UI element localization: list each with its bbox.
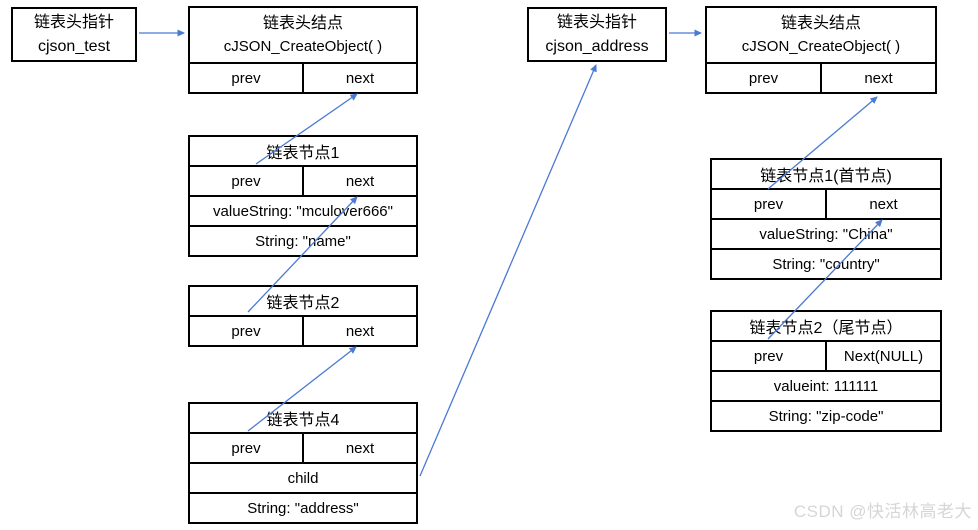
left-node1-next-cell: next (302, 165, 418, 197)
left-node2-title: 链表节点2 (188, 285, 418, 317)
left-node1: 链表节点1 prev next valueString: "mculover66… (188, 135, 418, 257)
left-node4-pointer-row: prev next (188, 432, 418, 464)
right-head-prev-cell: prev (705, 62, 822, 94)
arrow-node4-child-to-cjson-address (419, 64, 597, 477)
left-node1-prev-cell: prev (188, 165, 304, 197)
left-node1-valuestring-row: valueString: "mculover666" (188, 195, 418, 227)
left-head-next-cell: next (302, 62, 418, 94)
csdn-watermark: CSDN @快活林高老大 (793, 502, 972, 521)
right-node1-next-cell: next (825, 188, 942, 220)
left-node2: 链表节点2 prev next (188, 285, 418, 347)
left-node4: 链表节点4 prev next child String: "address" (188, 402, 418, 524)
left-head-node: 链表头结点 cJSON_CreateObject( ) prev next (188, 6, 418, 94)
right-pointer-name: cjson_address (545, 37, 649, 55)
right-pointer-label: 链表头指针 (556, 14, 637, 32)
left-head-pointer-row: prev next (188, 62, 418, 94)
right-node1-valuestring-row: valueString: "China" (710, 218, 942, 250)
right-head-title-line2: cJSON_CreateObject( ) (741, 37, 901, 55)
left-pointer-name: cjson_test (37, 37, 111, 55)
right-head-node: 链表头结点 cJSON_CreateObject( ) prev next (705, 6, 937, 94)
right-pointer-box: 链表头指针 cjson_address (527, 7, 667, 62)
right-node2-string-row: String: "zip-code" (710, 400, 942, 432)
left-node4-prev-cell: prev (188, 432, 304, 464)
right-node2-next-cell: Next(NULL) (825, 340, 942, 372)
left-node4-child-row: child (188, 462, 418, 494)
left-pointer-box: 链表头指针 cjson_test (11, 7, 137, 62)
left-head-prev-cell: prev (188, 62, 304, 94)
right-node2: 链表节点2（尾节点） prev Next(NULL) valueint: 111… (710, 310, 942, 432)
left-node4-title: 链表节点4 (188, 402, 418, 434)
right-node2-title: 链表节点2（尾节点） (710, 310, 942, 342)
right-node1-prev-cell: prev (710, 188, 827, 220)
right-node1-pointer-row: prev next (710, 188, 942, 220)
left-head-title: 链表头结点 cJSON_CreateObject( ) (188, 6, 418, 64)
left-node1-pointer-row: prev next (188, 165, 418, 197)
right-node2-pointer-row: prev Next(NULL) (710, 340, 942, 372)
right-node1-string-row: String: "country" (710, 248, 942, 280)
left-node4-string-row: String: "address" (188, 492, 418, 524)
left-node2-pointer-row: prev next (188, 315, 418, 347)
right-head-title-line1: 链表头结点 (780, 15, 861, 33)
left-pointer-label: 链表头指针 (33, 14, 114, 32)
left-head-title-line1: 链表头结点 (262, 15, 343, 33)
left-node2-prev-cell: prev (188, 315, 304, 347)
right-node1: 链表节点1(首节点) prev next valueString: "China… (710, 158, 942, 280)
right-node2-prev-cell: prev (710, 340, 827, 372)
left-node1-title: 链表节点1 (188, 135, 418, 167)
left-head-title-line2: cJSON_CreateObject( ) (223, 37, 383, 55)
right-head-pointer-row: prev next (705, 62, 937, 94)
left-node4-next-cell: next (302, 432, 418, 464)
right-node1-title: 链表节点1(首节点) (710, 158, 942, 190)
left-node1-string-row: String: "name" (188, 225, 418, 257)
right-head-title: 链表头结点 cJSON_CreateObject( ) (705, 6, 937, 64)
left-node2-next-cell: next (302, 315, 418, 347)
right-head-next-cell: next (820, 62, 937, 94)
right-node2-valueint-row: valueint: 111111 (710, 370, 942, 402)
